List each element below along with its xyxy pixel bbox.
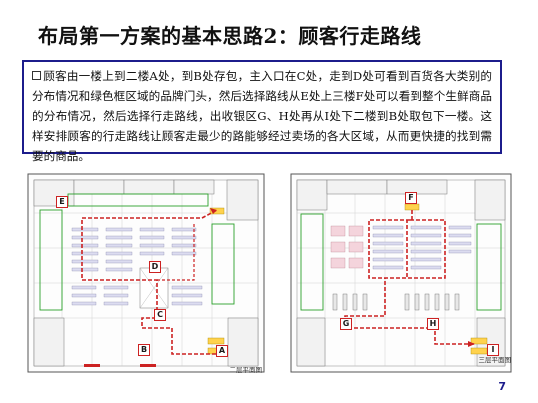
second-floor-caption: 二层平面图 bbox=[229, 366, 263, 374]
second-floor-plan: E D C B A 二层平面图 bbox=[22, 168, 270, 378]
second-floor-drawing bbox=[27, 173, 265, 373]
third-floor-drawing bbox=[290, 173, 512, 373]
zone-label-f: F bbox=[405, 192, 417, 204]
description-body: 顾客由一楼上到二楼A处，到B处存包，主入口在C处，走到D处可看到百货各大类别的分… bbox=[32, 69, 492, 163]
zone-label-e: E bbox=[56, 196, 68, 208]
description-box: 顾客由一楼上到二楼A处，到B处存包，主入口在C处，走到D处可看到百货各大类别的分… bbox=[22, 60, 502, 163]
bullet-square-icon bbox=[32, 71, 41, 80]
zone-label-a: A bbox=[216, 345, 228, 357]
zone-label-c: C bbox=[154, 309, 166, 321]
zone-label-g: G bbox=[340, 318, 352, 330]
zone-label-i: I bbox=[487, 344, 499, 356]
third-floor-plan: F G H I 三层平面图 bbox=[285, 168, 517, 378]
page-number: 7 bbox=[498, 380, 506, 393]
zone-label-h: H bbox=[427, 318, 439, 330]
zone-label-d: D bbox=[149, 261, 161, 273]
description-text: 顾客由一楼上到二楼A处，到B处存包，主入口在C处，走到D处可看到百货各大类别的分… bbox=[32, 66, 492, 166]
zone-label-b: B bbox=[138, 344, 150, 356]
slide-title: 布局第一方案的基本思路2：顾客行走路线 bbox=[38, 24, 422, 48]
third-floor-caption: 三层平面图 bbox=[478, 356, 512, 364]
